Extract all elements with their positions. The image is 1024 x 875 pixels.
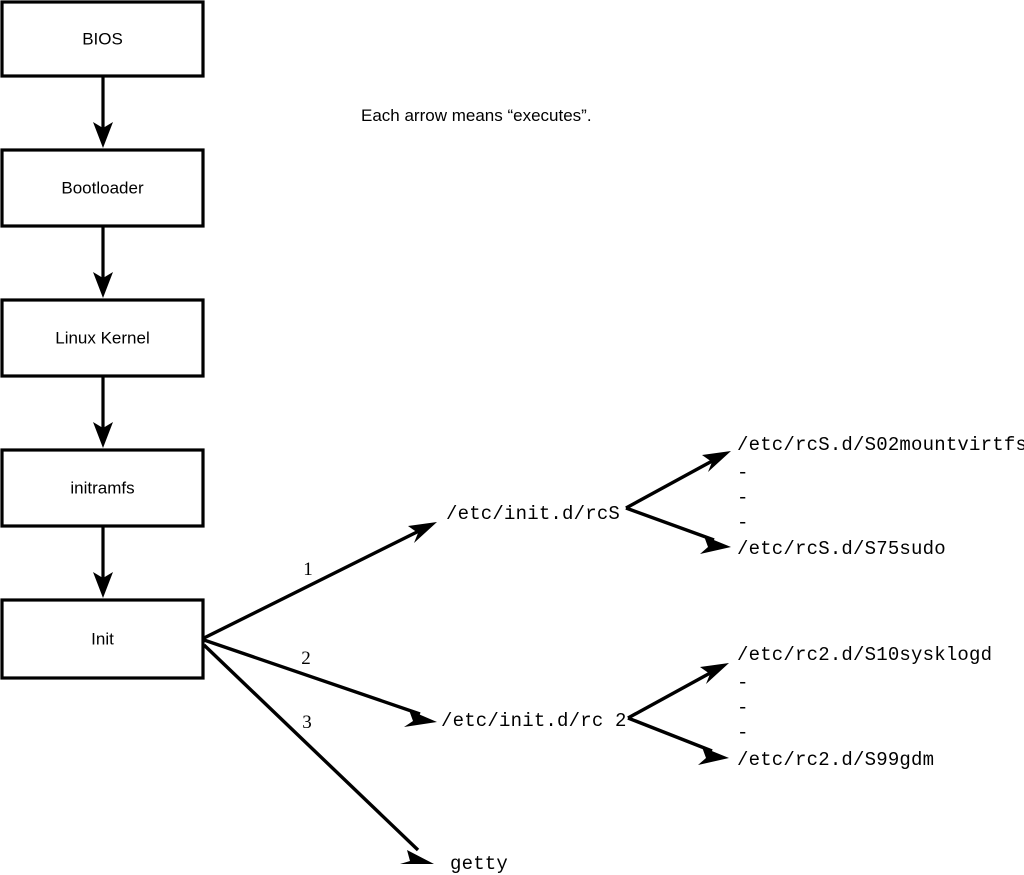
arrow-head-icon (698, 747, 729, 765)
arrow-init-to-rcs (203, 522, 437, 640)
arrow-init-to-getty (202, 643, 434, 864)
edge-number-1: 1 (303, 559, 313, 580)
arrow-head-icon (93, 422, 113, 448)
node-init[interactable]: Init (0, 598, 205, 680)
bootloader-label: Bootloader (61, 178, 144, 197)
node-initramfs[interactable]: initramfs (0, 448, 205, 528)
node-linux-kernel[interactable]: Linux Kernel (0, 298, 205, 378)
arrow-head-icon (700, 536, 731, 554)
init-box (0, 598, 205, 680)
caption-text: Each arrow means “executes”. (361, 106, 592, 125)
node-bootloader[interactable]: Bootloader (0, 148, 205, 228)
rc2-first-script-label: /etc/rc2.d/S10sysklogd (737, 644, 992, 666)
bios-box (0, 0, 205, 78)
bios-label: BIOS (82, 29, 123, 48)
arrow-rcs-to-last-script (625, 506, 731, 554)
edge-number-2: 2 (301, 648, 311, 669)
init-label: Init (91, 629, 114, 648)
arrow-head-icon (702, 451, 731, 472)
node-bios[interactable]: BIOS (0, 0, 205, 78)
rcs-first-script-label: /etc/rcS.d/S02mountvirtfs (737, 434, 1024, 456)
arrow-head-icon (700, 663, 729, 684)
arrow-head-icon (93, 122, 113, 148)
arrow-head-icon (404, 710, 437, 727)
rcs-script-label: /etc/init.d/rcS (446, 503, 620, 525)
rcs-ellipsis-dash-2: - (737, 487, 748, 509)
linux-kernel-box (0, 298, 205, 378)
rcs-ellipsis-dash-1: - (737, 462, 748, 484)
arrow-initramfs-to-init (93, 526, 113, 598)
linux-kernel-label: Linux Kernel (55, 328, 150, 347)
arrow-rc2-to-last-script (627, 716, 729, 765)
arrow-rcs-to-first-script (625, 451, 731, 510)
getty-label: getty (450, 853, 508, 875)
rc2-ellipsis-dash-3: - (737, 722, 748, 744)
rc2-last-script-label: /etc/rc2.d/S99gdm (737, 749, 934, 771)
arrow-init-to-rc2 (203, 638, 437, 727)
rc2-ellipsis-dash-2: - (737, 697, 748, 719)
rcs-ellipsis-dash-3: - (737, 512, 748, 534)
rc2-script-label: /etc/init.d/rc 2 (441, 710, 627, 732)
arrow-head-icon (93, 572, 113, 598)
rcs-last-script-label: /etc/rcS.d/S75sudo (737, 538, 946, 560)
rc2-ellipsis-dash-1: - (737, 672, 748, 694)
arrow-head-icon (408, 522, 437, 543)
bootloader-box (0, 148, 205, 228)
arrow-rc2-to-first-script (627, 663, 729, 720)
initramfs-label: initramfs (70, 478, 134, 497)
arrow-kernel-to-initramfs (93, 376, 113, 448)
arrow-head-icon (93, 272, 113, 298)
arrow-head-icon (400, 850, 434, 864)
arrow-bios-to-bootloader (93, 76, 113, 148)
arrow-bootloader-to-kernel (93, 226, 113, 298)
edge-number-3: 3 (302, 712, 312, 733)
